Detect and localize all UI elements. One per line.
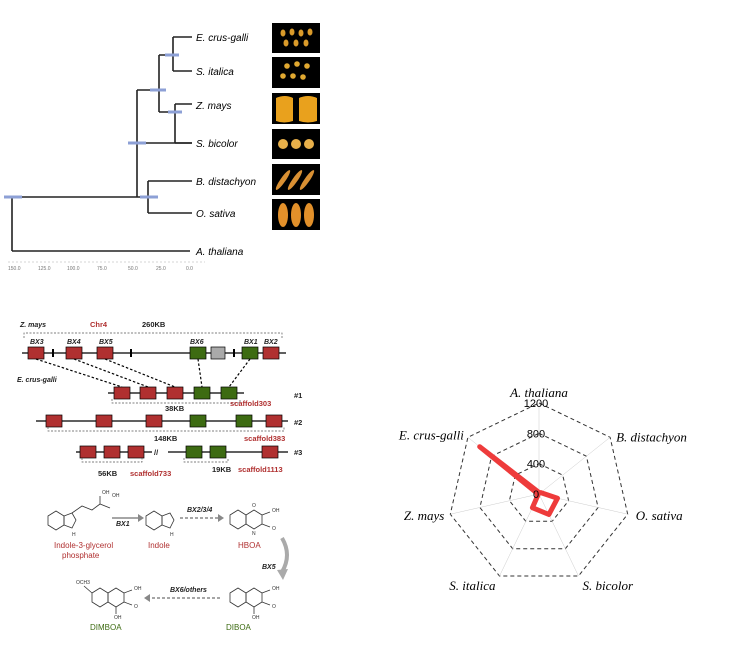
radar-category-label: O. sativa [636,508,683,523]
pathway [47,496,271,614]
scaffold-label: scaffold1113 [238,465,283,474]
enzyme-label: BX5 [262,564,276,571]
radar-category-labels: A. thaliana B. distachyon O. sativa S. bico… [398,385,687,593]
pathway-enzymes: BX1 BX2/3/4 BX5 BX6/others [116,507,276,594]
gene-label: BX6 [190,339,204,346]
compound-label: DIBOA [226,623,252,632]
cluster-size: 260KB [142,320,166,329]
radar-spoke [538,437,611,495]
enzyme-label: BX6/others [170,587,207,594]
species-label: A. thaliana [195,247,244,258]
svg-text:OH: OH [272,586,280,592]
svg-text:H: H [72,532,76,538]
axis-tick: 50.0 [128,266,138,272]
radar-spoke [450,493,540,515]
scaffold-label: scaffold383 [244,434,285,443]
compound-label: DIMBOA [90,623,122,632]
radar-grid [449,402,629,577]
radar-grid-ring [449,402,629,577]
svg-text:H: H [170,532,174,538]
species-label: E. crus-galli [196,33,249,44]
radar-category-label: S. bicolor [583,578,634,593]
scaffold-break: // [154,448,159,457]
cluster-species-ecrus: E. crus-galli [17,377,58,384]
svg-text:OH: OH [114,615,122,621]
compound-label: Indole [148,541,170,550]
species-label: B. distachyon [196,177,256,188]
species-labels: E. crus-galli S. italica Z. mays S. bico… [195,33,256,258]
svg-text:O: O [272,526,276,532]
radar-chart: 0 400 800 1200 A. thaliana B. distachyon O. s… [398,385,687,593]
scaffold-label: scaffold733 [130,469,171,478]
enzyme-label: BX2/3/4 [187,507,212,514]
radar-category-label: Z. mays [404,508,444,523]
species-label: S. italica [196,67,234,78]
radar-tick-label: 800 [527,428,545,440]
gene-label: BX4 [67,339,81,346]
radar-tick-label: 400 [527,459,545,471]
svg-text:OH: OH [102,490,110,496]
radar-category-label: E. crus-galli [398,427,464,442]
pathway-atoms: OH OH H H O OH O N OH O OH OCH3 OH O OH [72,490,280,621]
axis-tick: 0.0 [186,266,193,272]
radar-spoke [538,493,579,577]
seed-photo-ecrus [272,23,320,53]
compound-label: phosphate [62,551,100,560]
cluster-size: 56KB [98,469,118,478]
svg-text:OCH3: OCH3 [76,580,90,586]
pathway-arrows [112,514,289,602]
pathway-compounds: Indole-3-glycerol phosphate Indole HBOA … [54,541,261,632]
compound-label: HBOA [238,541,261,550]
axis-tick: 25.0 [156,266,166,272]
axis-tick: 100.0 [67,266,80,272]
enzyme-label: BX1 [116,521,130,528]
radar-grid-ring [479,432,599,550]
svg-text:OH: OH [112,493,120,499]
radar-category-label: B. distachyon [616,429,687,444]
gene-label: BX5 [99,339,113,346]
svg-text:N: N [252,531,256,537]
radar-category-label: S. italica [449,578,496,593]
cluster-size: 19KB [212,465,232,474]
radar-tick-labels: 0 400 800 1200 [524,398,548,501]
compound-label: Indole-3-glycerol [54,541,113,550]
gene-label: BX1 [244,339,258,346]
svg-text:OH: OH [252,615,260,621]
cluster-chr: Chr4 [90,320,108,329]
radar-category-label: A. thaliana [509,385,568,400]
row-number: #2 [294,418,302,427]
radar-tick-label: 1200 [524,398,548,410]
cluster-species-zmays: Z. mays [19,322,46,329]
gene-cluster: Z. mays Chr4 260KB BX3 BX4 BX5 BX6 BX1 B… [17,320,302,478]
axis-tick: 75.0 [97,266,107,272]
species-label: S. bicolor [196,139,238,150]
svg-text:OH: OH [272,508,280,514]
species-label: O. sativa [196,209,236,220]
axis-tick: 150.0 [8,266,21,272]
phylogenetic-tree [11,36,192,252]
radar-tick-label: 0 [533,489,539,501]
time-axis: 150.0 125.0 100.0 75.0 50.0 25.0 0.0 [8,261,205,272]
node-bars [4,53,182,199]
radar-series-line [477,444,560,517]
radar-grid-ring [508,463,570,522]
cluster-size: 148KB [154,434,178,443]
svg-text:O: O [252,503,256,509]
axis-tick: 125.0 [38,266,51,272]
svg-text:O: O [272,604,276,610]
scaffold-label: scaffold303 [230,399,271,408]
gene-label: BX2 [264,339,278,346]
gene-label: BX3 [30,339,44,346]
row-number: #1 [294,391,302,400]
species-label: Z. mays [195,101,232,112]
cluster-size: 38KB [165,404,185,413]
svg-text:OH: OH [134,586,142,592]
row-number: #3 [294,448,302,457]
svg-text:O: O [134,604,138,610]
seed-photos [272,23,320,230]
